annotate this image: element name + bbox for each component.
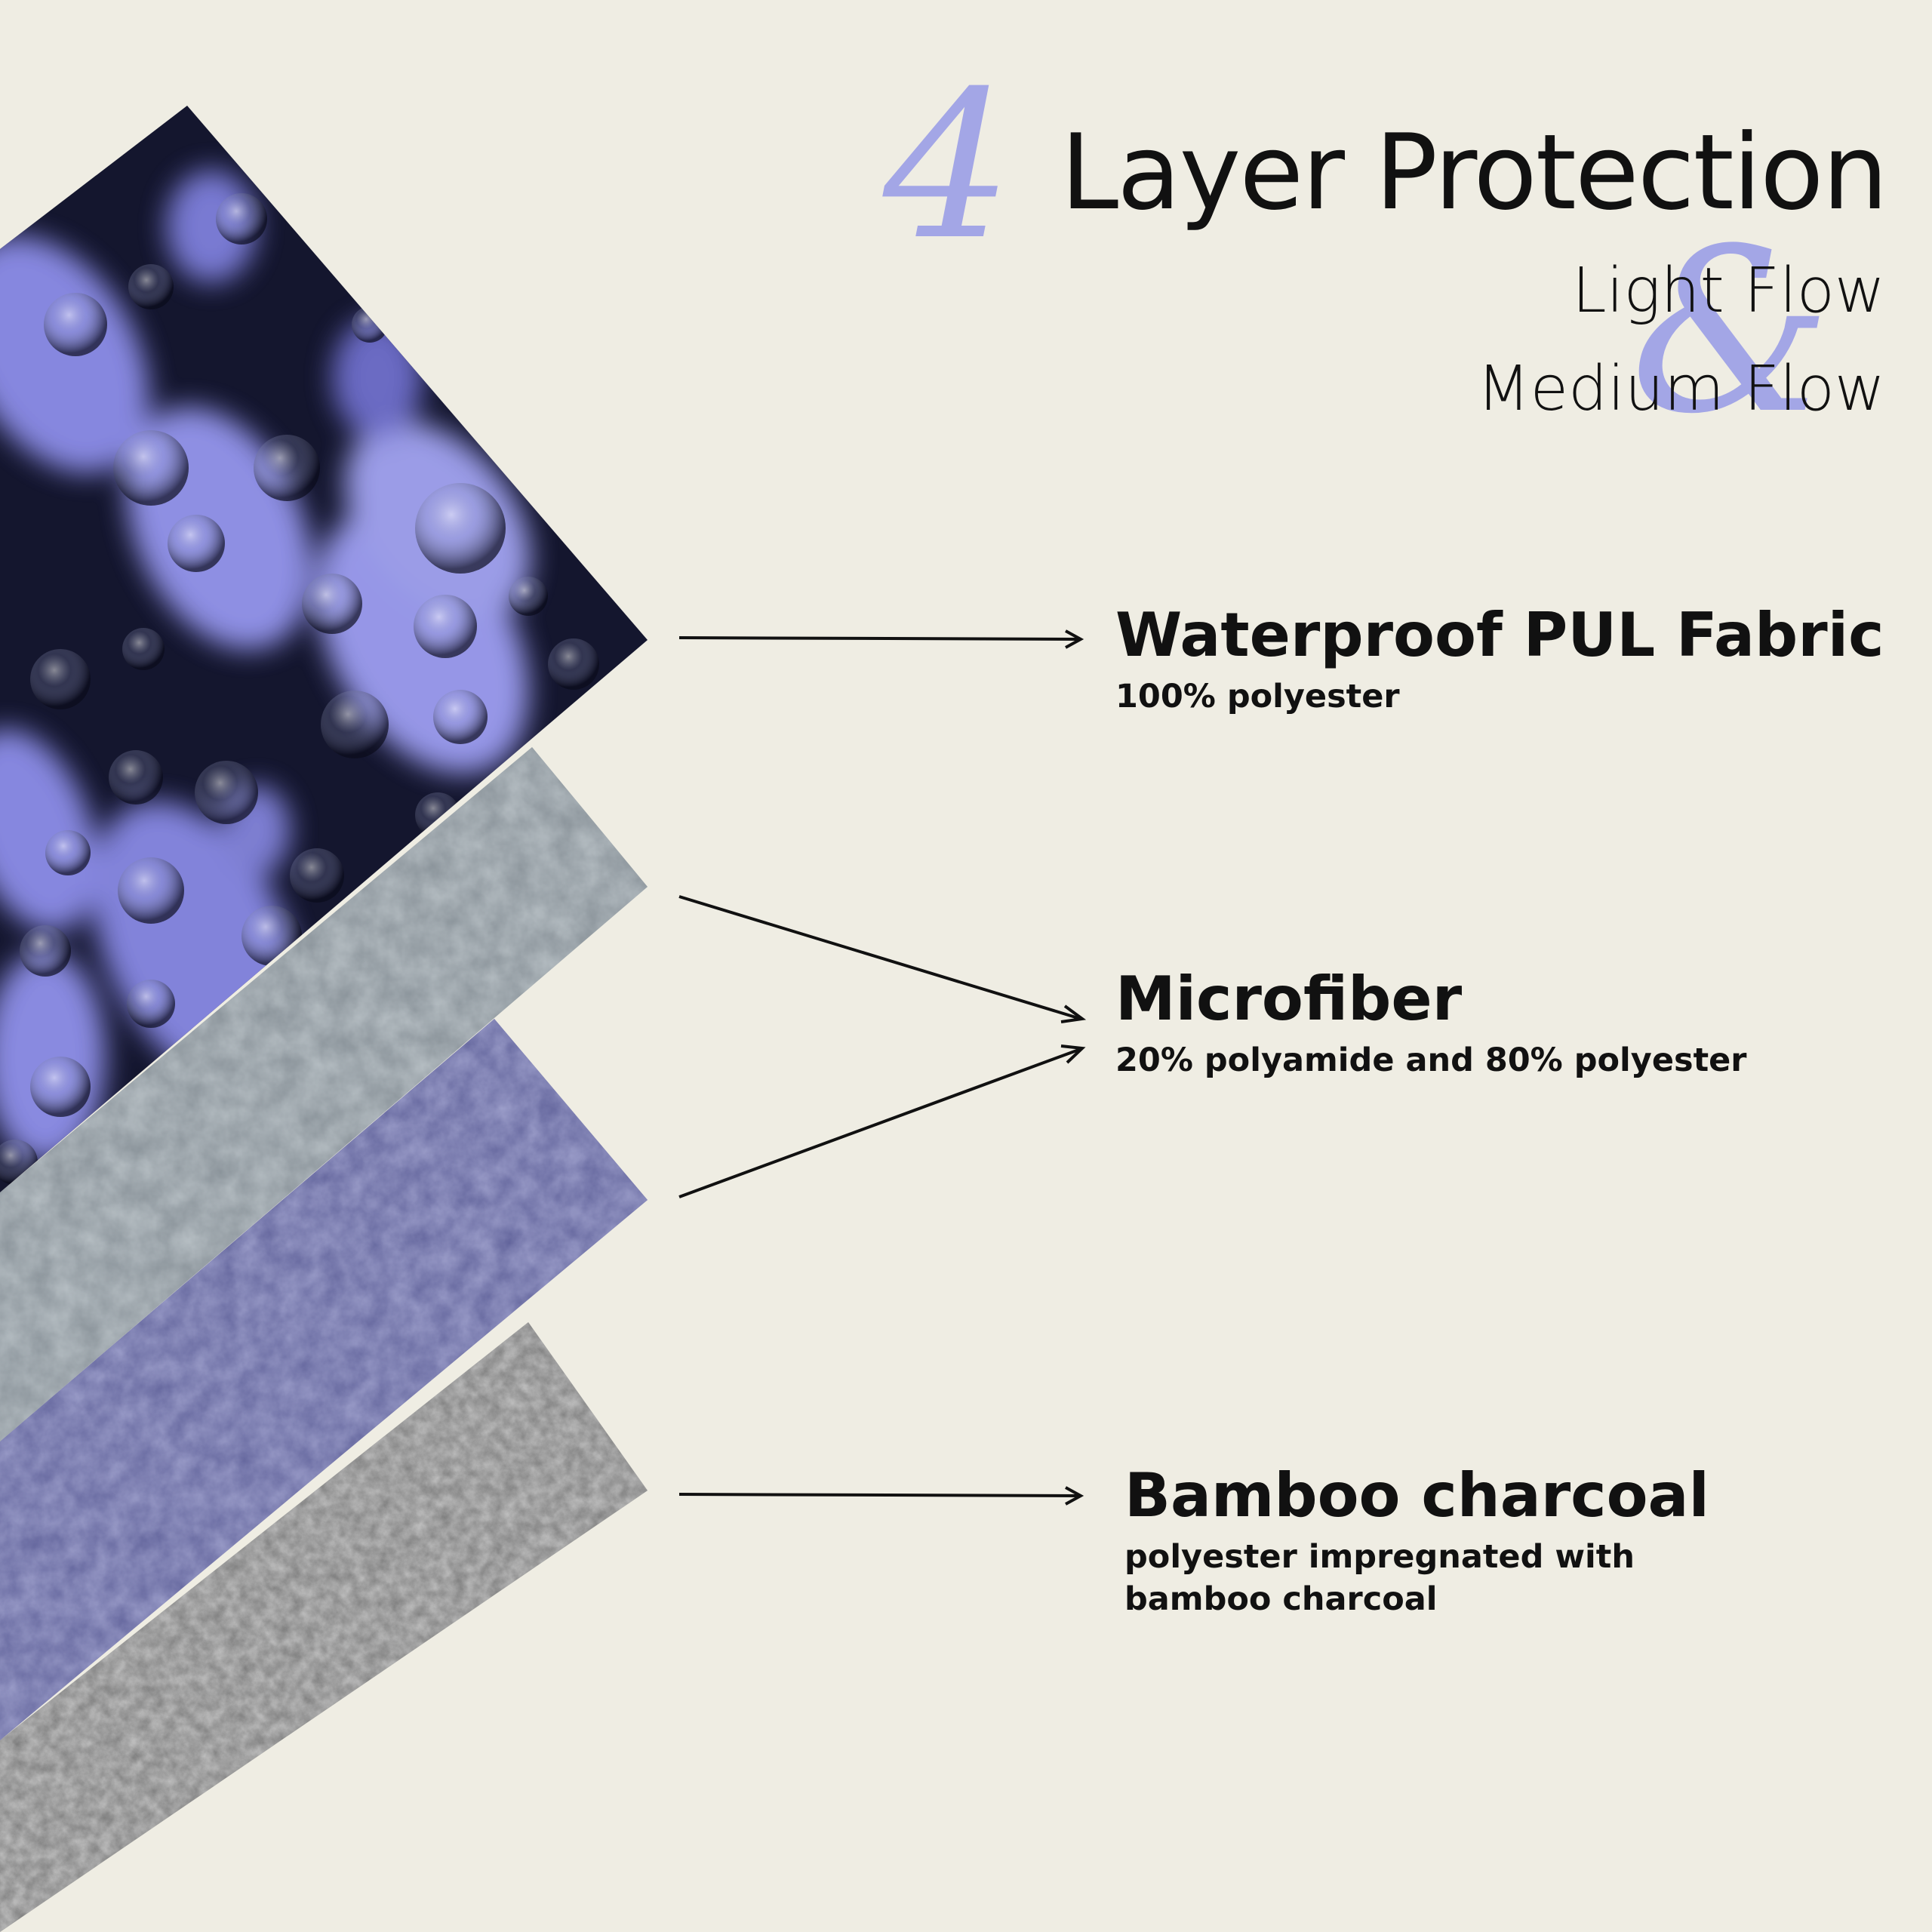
microfiber-purple-swatch <box>0 1019 648 1740</box>
bamboo-charcoal-swatch <box>0 1322 648 1932</box>
layer-bamboo-charcoal: Bamboo charcoal polyester impregnated wi… <box>1124 1464 1709 1621</box>
arrow-bamboo-charcoal <box>678 1486 1084 1506</box>
layer-name: Microfiber <box>1115 964 1463 1034</box>
arrow-microfiber-purple <box>678 1044 1086 1198</box>
arrow-microfiber-grey <box>678 895 1087 1023</box>
light-flow-label: Light Flow <box>1571 255 1885 327</box>
arrow-waterproof-pul <box>678 629 1084 649</box>
layer-microfiber: Microfiber 20% polyamide and 80% polyest… <box>1115 968 1747 1082</box>
layer-waterproof-pul: Waterproof PUL Fabric 100% polyester <box>1115 604 1884 718</box>
microfiber-grey-swatch <box>0 747 648 1441</box>
layer-description: polyester impregnated with bamboo charco… <box>1124 1538 1635 1618</box>
medium-flow-label: Medium Flow <box>1476 353 1885 425</box>
ampersand-decoration: & <box>1630 200 1832 463</box>
layer-description: 100% polyester <box>1115 678 1400 715</box>
page-title: Layer Protection <box>1060 112 1888 233</box>
layer-count-number: 4 <box>883 47 1013 285</box>
layer-name: Bamboo charcoal <box>1124 1460 1709 1531</box>
pul-fabric-swatch <box>0 106 648 1192</box>
layer-description: 20% polyamide and 80% polyester <box>1115 1041 1747 1079</box>
layer-name: Waterproof PUL Fabric <box>1115 600 1884 670</box>
